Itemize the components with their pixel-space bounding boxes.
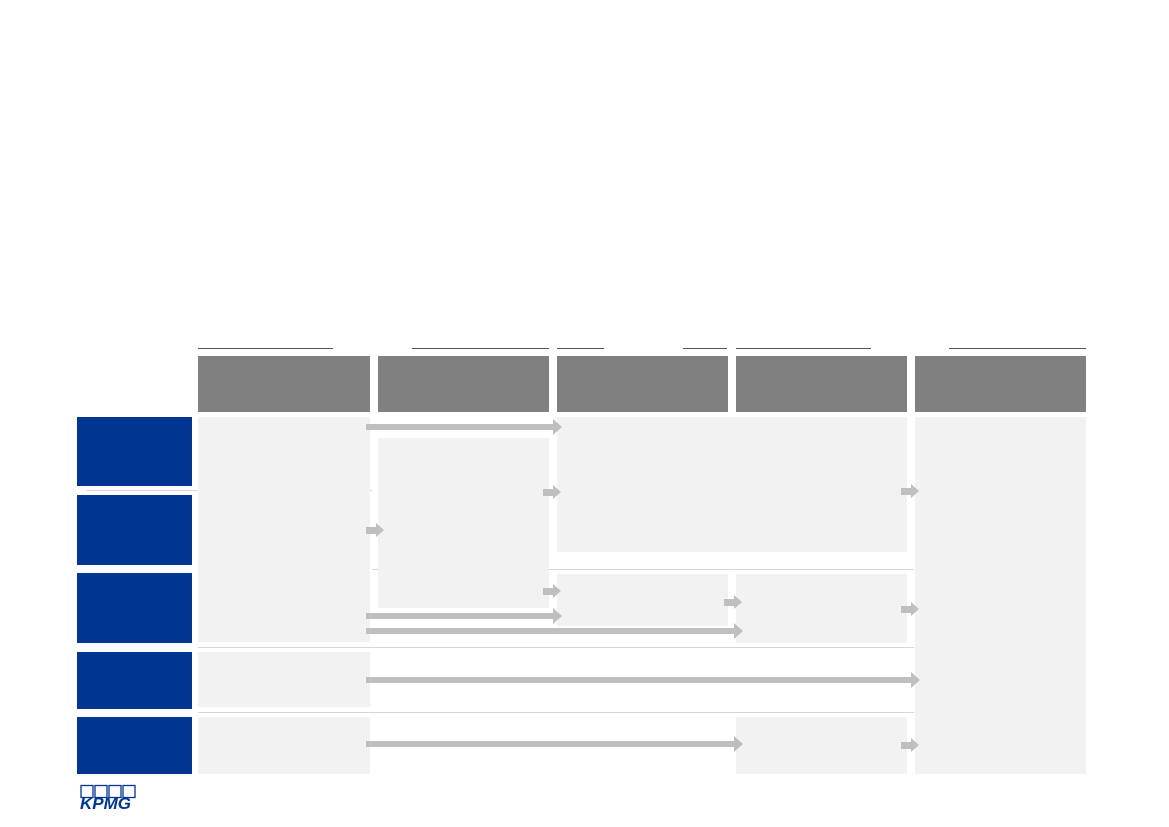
- row-label-1: [77, 417, 192, 486]
- arrow-right-icon: [901, 602, 919, 616]
- arrow-right-icon: [366, 736, 743, 752]
- logo-text: KPMG: [80, 794, 131, 813]
- arrow-right-icon: [366, 419, 562, 435]
- box-col5-all-rows: [915, 417, 1086, 774]
- row-separator: [198, 647, 914, 648]
- column-rule: [412, 348, 549, 349]
- column-header-1: [198, 356, 370, 412]
- box-col1-row4: [198, 652, 370, 707]
- arrow-right-icon: [901, 484, 919, 498]
- row-label-5: [77, 717, 192, 774]
- row-separator: [198, 712, 914, 713]
- column-header-3: [557, 356, 728, 412]
- column-rule: [198, 348, 333, 349]
- column-rule: [557, 348, 604, 349]
- box-col1-row5: [198, 717, 370, 774]
- row-label-3: [77, 573, 192, 643]
- kpmg-logo: KPMG: [80, 784, 136, 813]
- column-header-4: [736, 356, 907, 412]
- arrow-right-icon: [366, 672, 920, 688]
- arrow-right-icon: [543, 584, 561, 598]
- box-col1-rows1-3: [198, 417, 370, 642]
- row-label-4: [77, 652, 192, 709]
- box-col3-row3: [557, 574, 728, 626]
- arrow-right-icon: [543, 485, 561, 499]
- box-col4-row3: [736, 574, 907, 643]
- arrow-right-icon: [366, 608, 562, 624]
- arrow-right-icon: [724, 595, 742, 609]
- arrow-right-icon: [366, 523, 384, 537]
- row-separator: [372, 569, 914, 570]
- column-header-5: [915, 356, 1086, 412]
- box-col3-4-rows1-2: [557, 417, 907, 552]
- box-col4-row5: [736, 717, 907, 774]
- arrow-right-icon: [366, 623, 743, 639]
- column-rule: [683, 348, 727, 349]
- column-rule: [736, 348, 871, 349]
- column-header-2: [378, 356, 549, 412]
- arrow-right-icon: [901, 738, 919, 752]
- box-col2-rows1-3: [378, 438, 549, 608]
- column-rule: [949, 348, 1086, 349]
- row-label-2: [77, 495, 192, 565]
